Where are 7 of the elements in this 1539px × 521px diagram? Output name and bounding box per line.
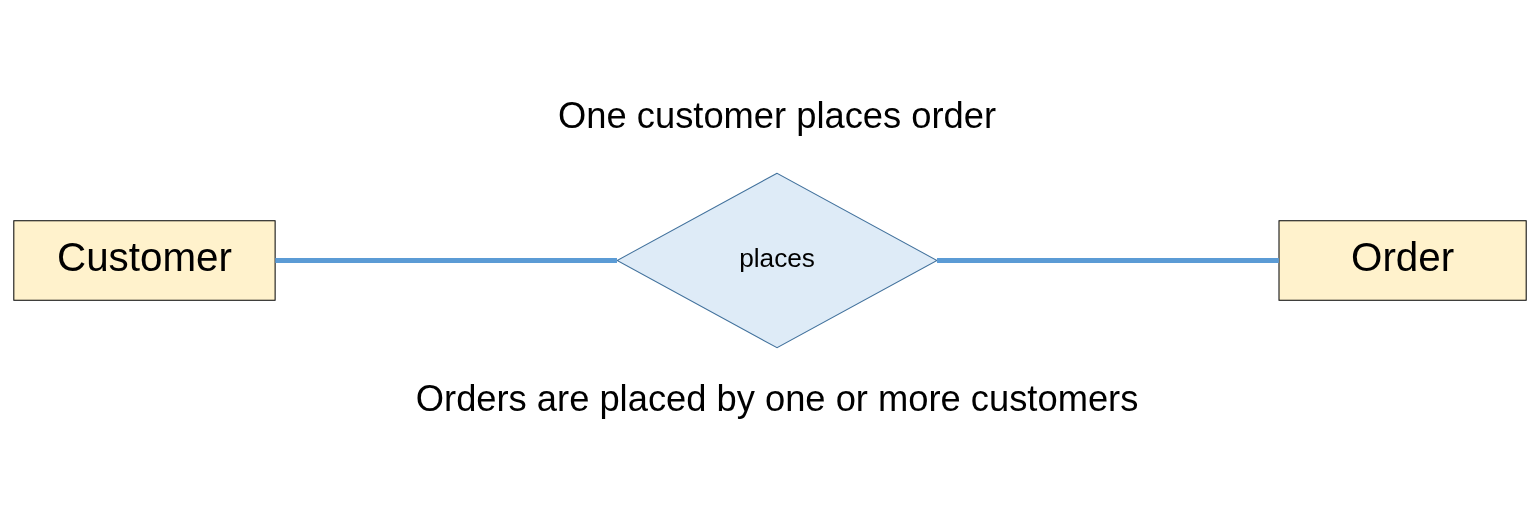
connector bbox=[936, 258, 1279, 263]
node-box: Order bbox=[1278, 220, 1527, 301]
label: Orders are placed by one or more customers bbox=[415, 377, 1138, 419]
label: One customer places order bbox=[557, 95, 996, 137]
connector bbox=[274, 258, 617, 263]
node-box: Customer bbox=[12, 220, 276, 301]
node-diamond: places bbox=[615, 172, 938, 349]
